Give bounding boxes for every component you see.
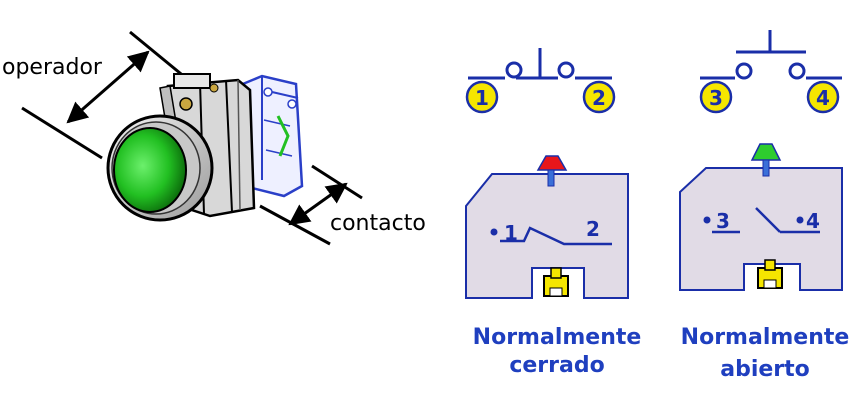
operator-extension-line-bottom xyxy=(21,106,103,160)
operator-dimension-arrow xyxy=(66,50,150,124)
operator-label: operador xyxy=(2,55,103,80)
svg-text:1: 1 xyxy=(475,86,489,110)
nc-block-terminal-2: 2 xyxy=(586,217,600,241)
nc-contact-symbol: 1 2 xyxy=(465,48,616,114)
contact-extension-line-top xyxy=(311,164,363,200)
contact-dimension-arrow xyxy=(288,182,348,226)
operator-extension-line-top xyxy=(129,30,187,80)
green-operator-face xyxy=(113,127,187,213)
no-actuator-cap xyxy=(750,143,782,161)
nc-contact-block: 1 2 xyxy=(465,155,629,299)
contact-extension-line-bottom xyxy=(259,204,331,246)
no-terminal-4: 4 xyxy=(806,80,840,114)
no-block-terminal-4: 4 xyxy=(806,209,820,233)
nc-terminal-2: 2 xyxy=(582,80,616,114)
no-contact-block: 3 4 xyxy=(679,143,843,291)
svg-text:2: 2 xyxy=(592,86,606,110)
svg-text:4: 4 xyxy=(816,86,830,110)
no-caption-line1: Normalmente xyxy=(681,325,850,350)
nc-terminal-1: 1 xyxy=(465,80,499,114)
no-caption-line2: abierto xyxy=(720,357,810,382)
contact-label: contacto xyxy=(330,211,426,236)
svg-text:3: 3 xyxy=(709,86,723,110)
nc-caption-line1: Normalmente xyxy=(473,325,642,350)
nc-block-terminal-1: 1 xyxy=(504,221,518,245)
no-block-terminal-3: 3 xyxy=(716,209,730,233)
push-button-illustration: operador contacto xyxy=(2,30,426,246)
no-contact-symbol: 3 4 xyxy=(699,30,842,114)
nc-caption-line2: cerrado xyxy=(509,353,604,378)
no-terminal-3: 3 xyxy=(699,80,733,114)
nc-actuator-cap xyxy=(536,155,568,171)
